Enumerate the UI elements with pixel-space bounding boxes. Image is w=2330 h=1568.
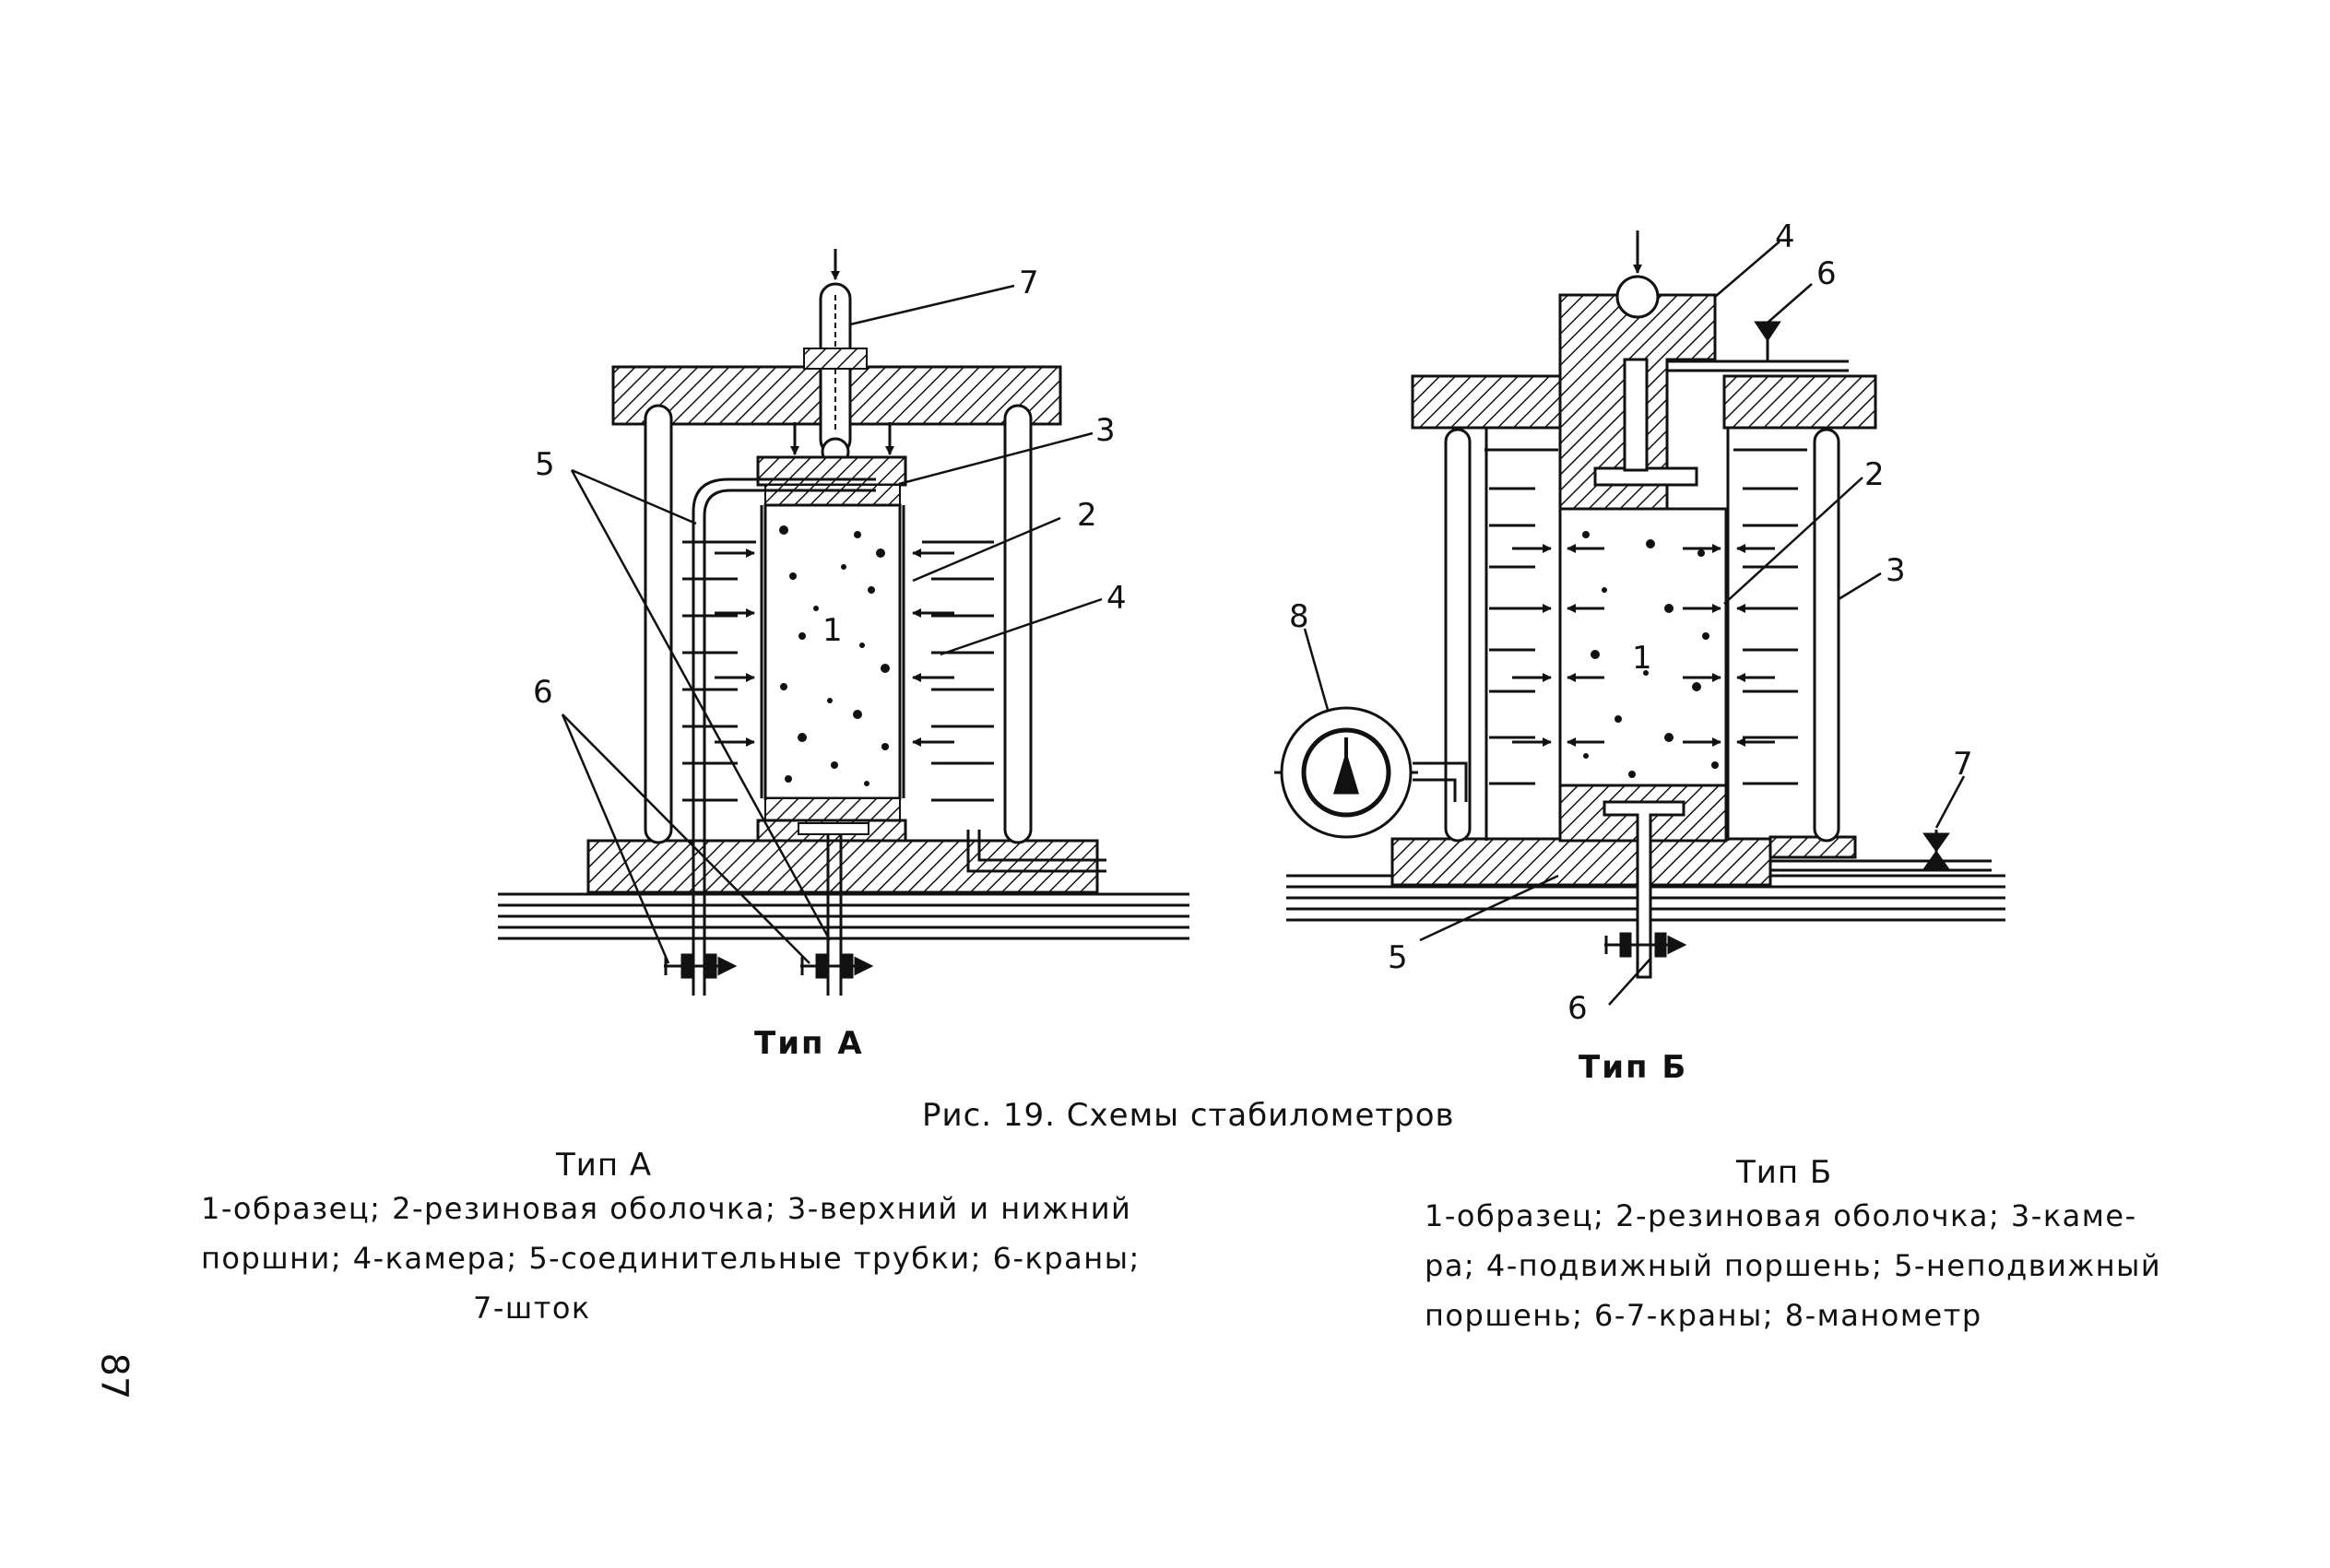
type-b-drain-tube: [1770, 859, 1992, 872]
type-b-top-flange-right: [1722, 374, 1877, 430]
type-b-manometer: [1274, 706, 1468, 839]
type-a-column-left: [644, 404, 673, 844]
legend-b-line-3: поршень; 6-7-краны; 8-манометр: [1425, 1298, 1982, 1333]
type-b-callout-6-top: 6: [1816, 255, 1837, 292]
type-b-callout-7: 7: [1953, 746, 1973, 783]
type-b-callout-1: 1: [1632, 640, 1652, 677]
type-a-label: Тип А: [754, 1025, 864, 1062]
type-b-callout-3: 3: [1886, 552, 1906, 589]
type-b-callout-8: 8: [1289, 598, 1309, 635]
type-a-valve-right: [800, 953, 874, 979]
type-a-callout-4: 4: [1106, 580, 1127, 617]
legend-a-title: Тип А: [556, 1147, 653, 1184]
type-b-callout-2: 2: [1864, 456, 1885, 493]
type-a-base-plate: [586, 839, 1099, 894]
legend-b-title: Тип Б: [1736, 1154, 1833, 1191]
type-b-callout-5: 5: [1388, 939, 1408, 976]
type-a-diagram: 7 3 2 4 5 6 1: [498, 249, 1189, 996]
type-b-callout-6-bottom: 6: [1567, 990, 1588, 1027]
type-a-callout-1: 1: [822, 612, 843, 649]
type-b-sample-grains: [1582, 531, 1719, 778]
type-a-callout-2: 2: [1077, 497, 1097, 534]
page-number: 87: [92, 1352, 136, 1400]
legend-type-a: Тип А 1-образец; 2-резиновая оболочка; 3…: [201, 1147, 1261, 1333]
type-a-bottom-piston: [764, 797, 901, 821]
type-a-tube-left: [692, 477, 876, 996]
type-b-column-left: [1444, 428, 1472, 843]
type-a-leaders: [561, 284, 1103, 964]
type-b-valve-bottom: [1604, 932, 1687, 958]
type-a-callout-5: 5: [535, 446, 555, 483]
type-b-diagram: 4 6 2 3 7 8 5 6 1: [1274, 218, 2005, 1027]
type-b-water-lines: [1484, 448, 1807, 785]
legend-a-line-1: 1-образец; 2-резиновая оболочка; 3-верхн…: [201, 1191, 1132, 1226]
legend-a-line-2: поршни; 4-камера; 5-соединительные трубк…: [201, 1241, 1141, 1276]
type-a-callout-6: 6: [533, 674, 553, 711]
type-a-callout-7: 7: [1019, 265, 1039, 301]
type-a-callout-3: 3: [1095, 412, 1116, 449]
legend-b-line-2: ра; 4-подвижный поршень; 5-неподвижный: [1425, 1248, 2162, 1283]
type-b-top-flange-left: [1411, 374, 1567, 430]
type-b-column-right: [1813, 428, 1840, 843]
type-b-base-plate: [1390, 837, 1772, 887]
type-b-valve-top: [1754, 321, 1781, 361]
type-a-valve-left: [664, 953, 738, 979]
type-a-water-lines: [682, 540, 994, 802]
legend-a-line-3: 7-шток: [473, 1291, 591, 1326]
type-a-foundation-lines: [498, 892, 1189, 940]
type-b-valve-7: [1922, 830, 1950, 871]
type-b-label: Тип Б: [1579, 1049, 1688, 1086]
type-a-drain-tube: [966, 830, 1106, 873]
type-b-callout-4: 4: [1775, 218, 1795, 255]
type-b-piston-ball: [1615, 275, 1660, 319]
legend-type-b: Тип Б 1-образец; 2-резиновая оболочка; 3…: [1425, 1154, 2254, 1340]
figure-caption: Рис. 19. Схемы стабилометров: [922, 1097, 1455, 1134]
legend-b-line-1: 1-образец; 2-резиновая оболочка; 3-каме-: [1425, 1198, 2137, 1233]
type-b-leaders: [1303, 241, 1966, 1006]
type-b-pressure-arrows: [1512, 544, 1775, 747]
type-a-sample-grains: [779, 525, 890, 786]
